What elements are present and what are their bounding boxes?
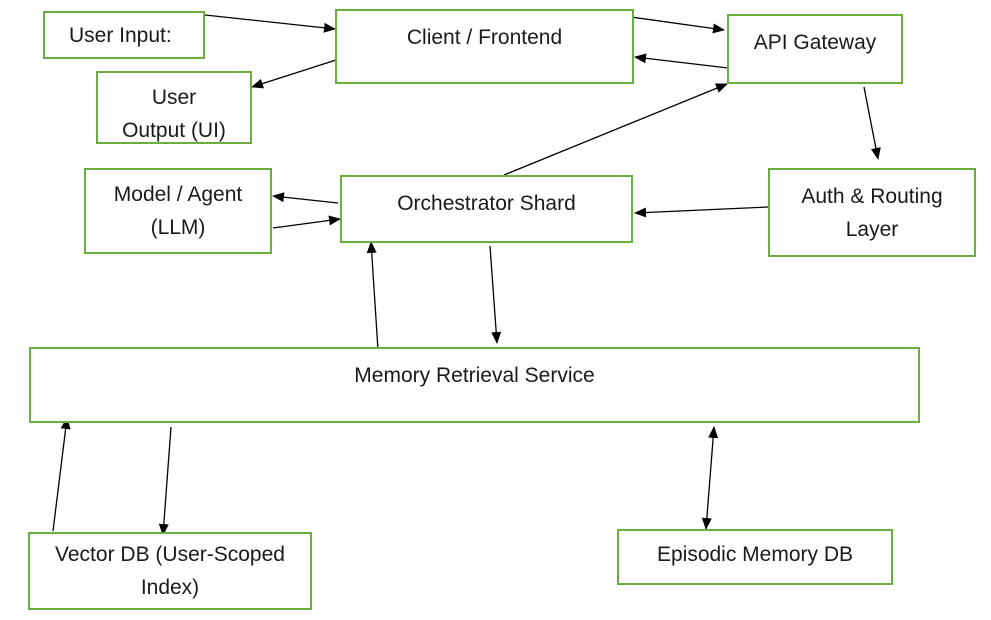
arrow-orchestrator-shard-to-api-gateway (503, 83, 728, 176)
user-output-label: Output (UI) (122, 119, 226, 142)
arrow-memory-retrieval-to-vector-db (158, 426, 172, 536)
arrow-client-frontend-to-api-gateway (630, 16, 725, 34)
arrow-model-agent-to-orchestrator-shard (272, 215, 341, 229)
arrow-user-input-to-client-frontend (204, 14, 336, 33)
arrow-api-gateway-to-auth-routing (863, 86, 881, 160)
arrow-memory-retrieval-to-orchestrator-shard (366, 241, 379, 351)
episodic-memory-db-box: Episodic Memory DB (617, 529, 893, 585)
orchestrator-shard-box: Orchestrator Shard (340, 175, 633, 243)
memory-retrieval-box: Memory Retrieval Service (29, 347, 920, 423)
arrow-client-frontend-to-user-output (251, 59, 337, 89)
arrow-vector-db-to-memory-retrieval (52, 417, 71, 532)
user-input-label: User Input: (69, 24, 172, 47)
model-agent-box: Model / Agent (LLM) (84, 168, 272, 254)
orchestrator-shard-label: Orchestrator Shard (397, 192, 576, 215)
vector-db-label: Vector DB (User-Scoped (55, 543, 285, 566)
arrow-orchestrator-shard-to-model-agent (272, 192, 339, 204)
model-agent-label: (LLM) (150, 216, 206, 239)
model-agent-label: Model / Agent (113, 183, 243, 206)
auth-routing-label: Auth & Routing (801, 184, 943, 208)
arrow-orchestrator-shard-to-memory-retrieval (489, 245, 502, 344)
arrow-api-gateway-to-client-frontend (634, 53, 729, 69)
client-frontend-box: Client / Frontend (335, 9, 634, 84)
api-gateway-label: API Gateway (753, 31, 877, 54)
auth-routing-label: Layer (845, 217, 899, 241)
api-gateway-box: API Gateway (727, 14, 903, 84)
memory-retrieval-label: Memory Retrieval Service (354, 364, 595, 387)
episodic-memory-db-label: Episodic Memory DB (656, 543, 854, 566)
user-output-label: User (151, 86, 197, 109)
client-frontend-label: Client / Frontend (406, 26, 563, 49)
arrow-memory-retrieval-to-episodic-memory-db (701, 426, 719, 530)
arrow-auth-routing-to-orchestrator-shard (634, 206, 769, 218)
user-input-box: User Input: (43, 11, 205, 59)
vector-db-label: Index) (140, 576, 200, 599)
